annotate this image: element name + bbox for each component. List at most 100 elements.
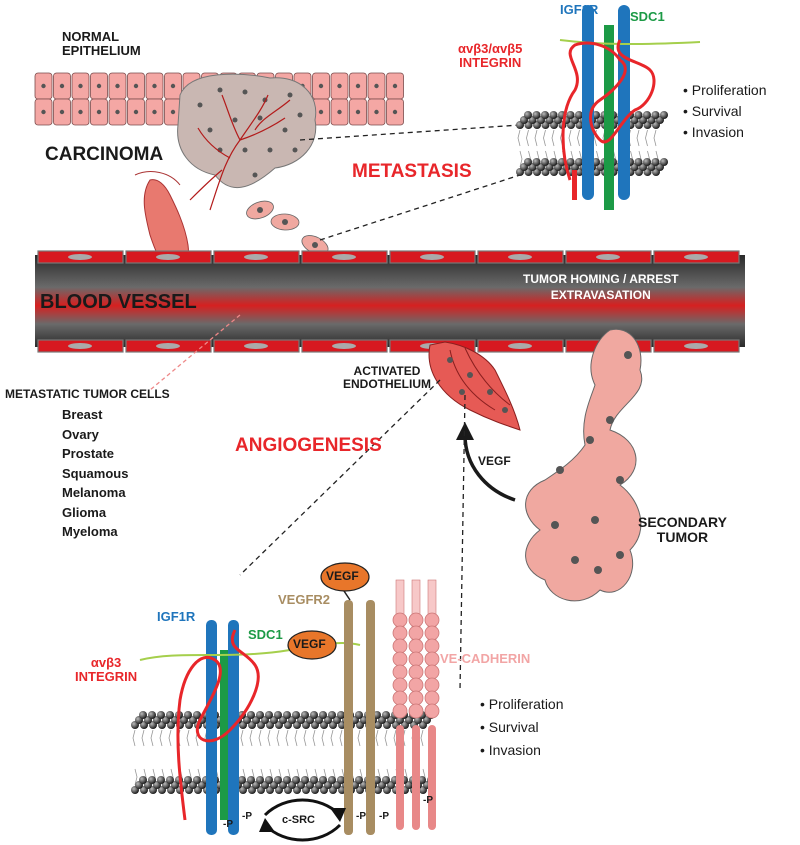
sdc1-top-label: SDC1 bbox=[630, 9, 665, 24]
nucleus bbox=[156, 343, 180, 349]
lipid-head bbox=[148, 776, 156, 784]
nucleus bbox=[152, 109, 157, 115]
lipid-head bbox=[166, 711, 174, 719]
ve-cadherin-domain bbox=[408, 664, 424, 680]
integrin-top-label: αvβ3/αvβ5 INTEGRIN bbox=[458, 41, 523, 70]
lipid-head bbox=[355, 711, 363, 719]
nucleus bbox=[487, 389, 493, 395]
lipid-head bbox=[256, 776, 264, 784]
lipid-head bbox=[238, 776, 246, 784]
nucleus bbox=[318, 109, 324, 115]
ve-cadherin-domain bbox=[424, 703, 440, 719]
nucleus bbox=[41, 83, 46, 89]
phospho-label-5: -P bbox=[423, 795, 433, 806]
nucleus bbox=[41, 109, 46, 115]
nucleus bbox=[115, 109, 120, 115]
lipid-head bbox=[157, 711, 165, 719]
nucleus bbox=[616, 551, 624, 559]
ve-cadherin-domain bbox=[408, 651, 424, 667]
nucleus bbox=[244, 343, 268, 349]
nucleus bbox=[170, 83, 176, 89]
lipid-head bbox=[634, 111, 643, 119]
nucleus bbox=[312, 242, 318, 248]
nucleus bbox=[217, 87, 223, 93]
ve-cadherin-domain bbox=[408, 638, 424, 654]
ve-cadherin-domain bbox=[408, 690, 424, 706]
nucleus bbox=[152, 83, 157, 89]
nucleus bbox=[616, 476, 624, 484]
nucleus bbox=[257, 115, 263, 121]
ve-cadherin-domain bbox=[392, 638, 408, 654]
nucleus bbox=[318, 83, 324, 89]
nucleus bbox=[257, 207, 263, 213]
vegfr2-receptor bbox=[344, 600, 353, 835]
carcinoma-mass bbox=[177, 73, 317, 211]
lipid-head bbox=[651, 111, 660, 119]
lipid-head bbox=[355, 776, 363, 784]
nucleus bbox=[355, 109, 361, 115]
secondary-tumor bbox=[525, 328, 643, 602]
nucleus bbox=[606, 416, 614, 424]
nucleus bbox=[392, 109, 398, 115]
nucleus bbox=[78, 83, 83, 89]
ve-cadherin-domain bbox=[424, 677, 440, 693]
ve-cadherin-tail bbox=[412, 725, 420, 830]
lipid-head bbox=[328, 711, 336, 719]
nucleus bbox=[242, 89, 248, 95]
ve-cadherin-domain bbox=[392, 690, 408, 706]
nucleus bbox=[297, 112, 303, 118]
lipid-head bbox=[566, 111, 575, 119]
igf1r-top-label: IGF1R bbox=[560, 2, 599, 17]
nucleus bbox=[624, 351, 632, 359]
phospho-label-4: -P bbox=[379, 811, 389, 822]
ve-cadherin-domain bbox=[424, 612, 440, 628]
carcinoma-label: CARCINOMA bbox=[45, 144, 164, 165]
lipid-tail bbox=[517, 129, 523, 168]
nucleus bbox=[197, 102, 203, 108]
lipid-head bbox=[292, 776, 300, 784]
ve-cadherin-domain bbox=[424, 690, 440, 706]
lipid-head bbox=[274, 776, 282, 784]
lipid-head bbox=[247, 711, 255, 719]
nucleus bbox=[244, 254, 268, 260]
ve-cadherin-domain bbox=[408, 703, 424, 719]
lipid-head bbox=[301, 711, 309, 719]
vegf-ligand-label: VEGF bbox=[326, 569, 359, 583]
nucleus bbox=[292, 147, 298, 153]
vegf-arrow bbox=[456, 422, 516, 502]
nucleus bbox=[59, 109, 65, 115]
nucleus bbox=[207, 127, 213, 133]
normal-epithelium-label: NORMAL EPITHELIUM bbox=[62, 29, 141, 58]
lipid-head bbox=[328, 776, 336, 784]
lipid-head bbox=[265, 776, 273, 784]
lipid-head bbox=[184, 711, 192, 719]
tumor-types-list: Breast Ovary Prostate Squamous Melanoma … bbox=[62, 407, 129, 539]
lipid-head bbox=[532, 111, 541, 119]
top-outcomes-list: Proliferation Survival Invasion bbox=[683, 80, 767, 143]
nucleus bbox=[459, 389, 465, 395]
nucleus bbox=[467, 372, 473, 378]
lipid-head bbox=[139, 711, 147, 719]
top-membrane-inset bbox=[516, 5, 701, 210]
ve-cadherin-domain bbox=[408, 677, 424, 693]
lipid-head bbox=[283, 711, 291, 719]
nucleus bbox=[232, 117, 238, 123]
ve-cadherin-tail bbox=[396, 725, 404, 830]
nucleus bbox=[447, 357, 453, 363]
lipid-head bbox=[139, 776, 147, 784]
vegf-bound-ellipse bbox=[287, 630, 337, 660]
nucleus bbox=[115, 83, 120, 89]
lipid-tail bbox=[132, 729, 138, 786]
ve-cadherin-domain bbox=[392, 651, 408, 667]
sdc1-bottom-label: SDC1 bbox=[248, 627, 283, 642]
ve-cadherin-domain bbox=[424, 625, 440, 641]
nucleus bbox=[420, 254, 444, 260]
ve-cadherin-domain bbox=[408, 625, 424, 641]
nucleus bbox=[78, 109, 83, 115]
connector-lines bbox=[149, 124, 521, 691]
lipid-head bbox=[184, 776, 192, 784]
lipid-head bbox=[575, 111, 583, 119]
nucleus bbox=[684, 254, 708, 260]
vegfr2-label: VEGFR2 bbox=[278, 592, 331, 607]
nucleus bbox=[586, 436, 594, 444]
